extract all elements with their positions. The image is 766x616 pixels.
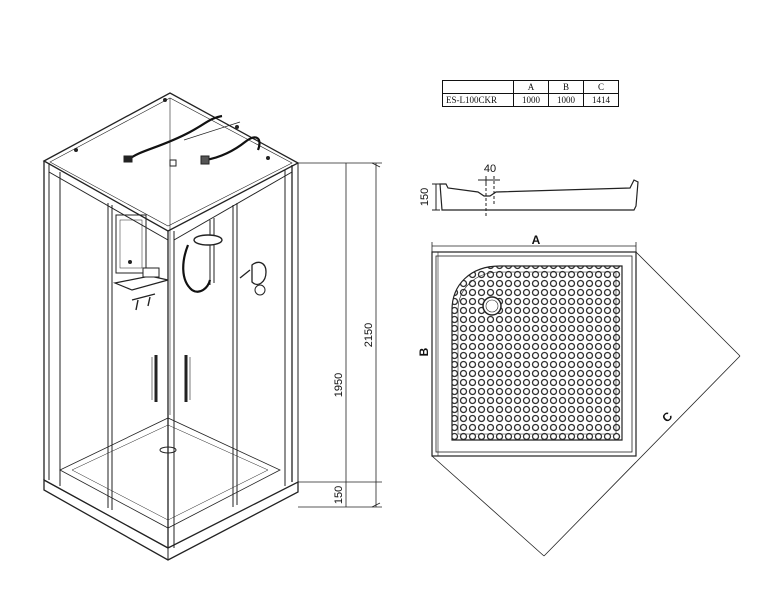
spec-value-c: 1414: [583, 93, 619, 107]
base-tray: [43, 478, 299, 561]
dim-side-a: A: [532, 233, 541, 247]
shelf: [112, 275, 169, 291]
overhead-hose: [127, 114, 223, 161]
dim-glass-height: 1950: [333, 373, 345, 397]
dim-base-height: 150: [333, 486, 345, 504]
dim-total-height: 2150: [363, 323, 375, 347]
spec-table-header-row: A B C: [442, 80, 619, 94]
cabin-dimension-lines: [298, 162, 382, 508]
spec-table: A B C ES-L100CKR 1000 1000 1414: [442, 80, 619, 107]
shower-cabin: [42, 92, 300, 561]
tray-basin: [451, 265, 623, 441]
shower-head: [193, 234, 223, 246]
spec-table-row: ES-L100CKR 1000 1000 1414: [442, 93, 619, 107]
mixer-valve: [251, 261, 267, 286]
tray-profile: [432, 176, 639, 216]
dim-diagonal-c: C: [659, 409, 675, 425]
tray-outer: [431, 251, 637, 457]
cabin-roof: [42, 92, 300, 232]
dim-side-b: B: [417, 347, 431, 356]
back-panel-window: [115, 214, 147, 274]
dim-tray-height: 150: [419, 188, 431, 206]
tray-plan: [431, 242, 741, 557]
dim-drain-offset: 40: [484, 163, 496, 175]
